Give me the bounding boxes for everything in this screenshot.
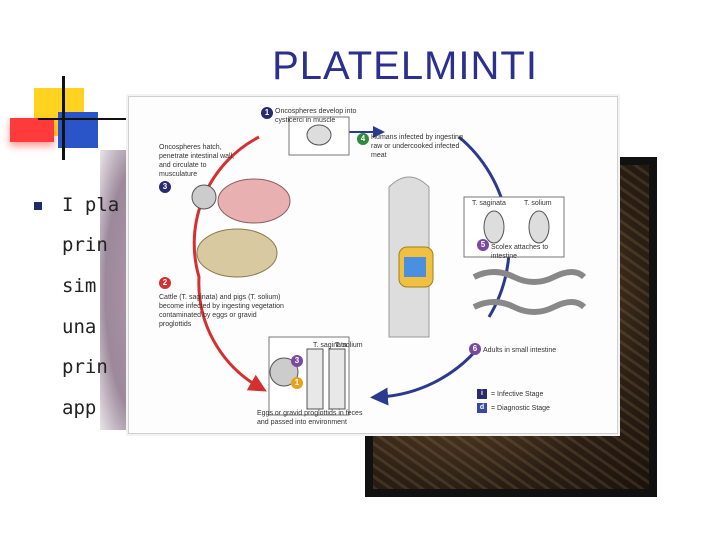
legend-infective: = Infective Stage bbox=[491, 390, 543, 399]
body-text-line: I pla bbox=[62, 194, 119, 216]
body-text-line: sim bbox=[62, 275, 96, 297]
eggs-label: Eggs or gravid proglottids in feces and … bbox=[257, 409, 367, 427]
species-solium-label-2: T. solium bbox=[335, 341, 363, 350]
legend-diagnostic-icon: d bbox=[477, 403, 487, 413]
step-number-2: 2 bbox=[159, 277, 171, 289]
step-label-5: Scolex attaches to intestine bbox=[491, 243, 571, 261]
step-label-1: Oncospheres develop into cysticerci in m… bbox=[275, 107, 365, 125]
step-number-5: 5 bbox=[477, 239, 489, 251]
step-label-4: Humans infected by ingesting raw or unde… bbox=[371, 133, 471, 160]
step-number-3b: 3 bbox=[291, 355, 303, 367]
step-number-6: 6 bbox=[469, 343, 481, 355]
step-label-2: Cattle (T. saginata) and pigs (T. solium… bbox=[159, 293, 289, 329]
lifecycle-diagram: 1 Oncospheres develop into cysticerci in… bbox=[128, 96, 618, 434]
step-number-1: 1 bbox=[261, 107, 273, 119]
decor-square-red bbox=[10, 118, 54, 142]
body-text-line: una bbox=[62, 316, 96, 338]
step-label-6: Adults in small intestine bbox=[483, 346, 573, 355]
bullet-icon bbox=[34, 202, 42, 210]
legend-infective-icon: i bbox=[477, 389, 487, 399]
species-saginata-label: T. saginata bbox=[472, 199, 506, 208]
body-text-line: prin bbox=[62, 234, 108, 256]
step-number-3: 3 bbox=[159, 181, 171, 193]
step-number-4: 4 bbox=[357, 133, 369, 145]
legend-diagnostic: = Diagnostic Stage bbox=[491, 404, 550, 413]
slide-title: PLATELMINTI bbox=[250, 44, 560, 89]
body-text-line: app bbox=[62, 397, 96, 419]
step-number-1b: 1 bbox=[291, 377, 303, 389]
body-text-line: prin bbox=[62, 356, 108, 378]
decor-horizontal-line bbox=[38, 118, 128, 120]
step-label-3: Oncospheres hatch, penetrate intestinal … bbox=[159, 143, 235, 179]
species-solium-label: T. solium bbox=[524, 199, 552, 208]
